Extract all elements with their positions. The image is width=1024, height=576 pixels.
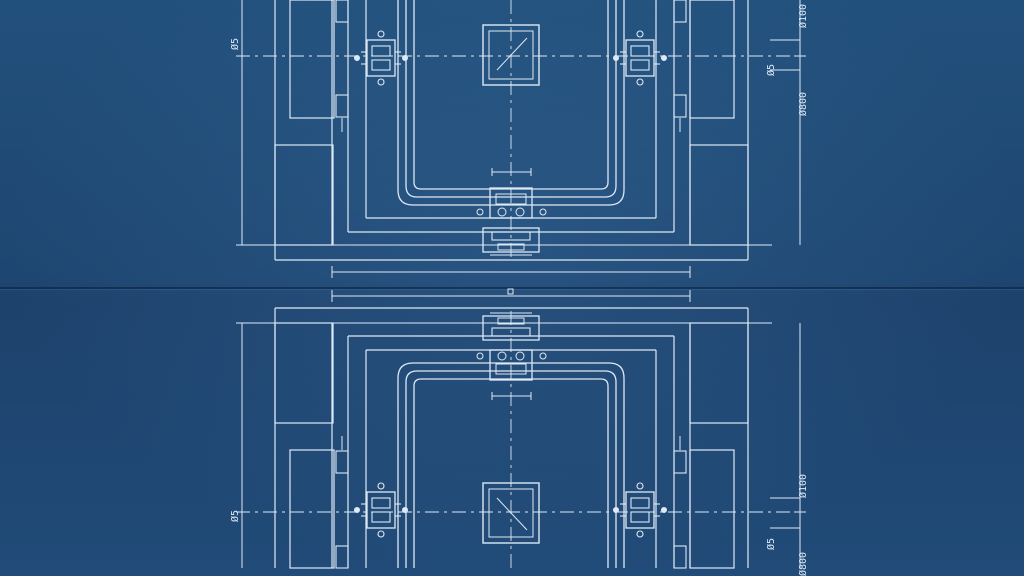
lower-plan-view [236,290,806,568]
dimension-label-right-bottom-2: Ø5 [765,538,777,550]
paper-fold-line [0,287,1024,289]
dimension-label-right-top-3: Ø800 [797,92,809,116]
center-mark [507,288,514,295]
upper-plan-view [236,0,806,278]
dimension-label-right-bottom-1: Ø100 [797,474,809,498]
dimension-label-left-top: Ø5 [229,38,241,50]
dimension-label-right-bottom-3: Ø800 [797,552,809,576]
dimension-label-right-top-1: Ø100 [797,4,809,28]
dimension-label-right-top-2: Ø5 [765,64,777,76]
dimension-label-left-bottom: Ø5 [229,510,241,522]
